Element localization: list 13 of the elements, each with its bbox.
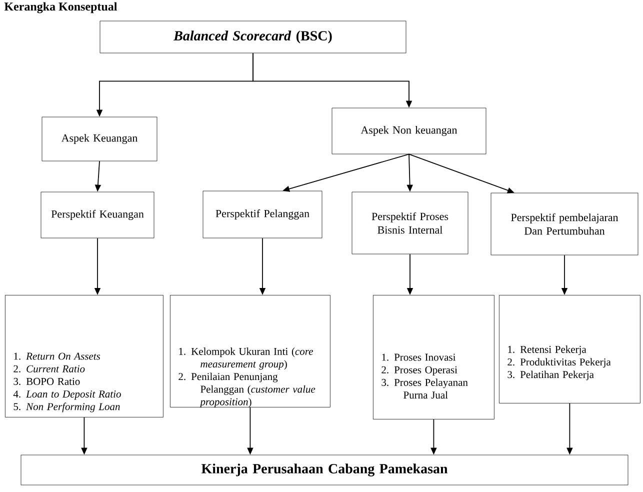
heading: Kerangka Konseptual xyxy=(4,2,117,14)
result-box: Kinerja Perusahaan Cabang Pamekasan xyxy=(20,454,628,486)
perspective-box: Aspek Non keuangan xyxy=(332,108,486,154)
perspective-box: Perspektif Proses Bisnis Internal xyxy=(352,192,468,254)
indicator-list-box: 1. Kelompok Ukuran Inti (core measurement group) 2. Penilaian Penunjang Pelanggan (customer value proposition) xyxy=(170,295,330,408)
indicator-list-box: 1. Proses Inovasi 2. Proses Operasi 3. Proses Pelayanan Purna Jual xyxy=(373,295,494,420)
indicator-list-box: 1. Return On Assets 2. Current Ratio 3. BOPO Ratio 4. Loan to Deposit Ratio 5. Non Performing Loan xyxy=(5,295,164,418)
perspective-box: Perspektif Keuangan xyxy=(40,192,154,238)
title-box: Balanced Scorecard (BSC) xyxy=(100,20,406,54)
indicator-list-box: 1. Retensi Pekerja 2. Produktivitas Pekerja 3. Pelatihan Pekerja xyxy=(499,295,640,404)
perspective-box: Aspek Keuangan xyxy=(42,116,158,162)
perspective-box: Perspektif pembelajaran Dan Pertumbuhan xyxy=(490,192,638,256)
perspective-box: Perspektif Pelanggan xyxy=(202,190,322,238)
